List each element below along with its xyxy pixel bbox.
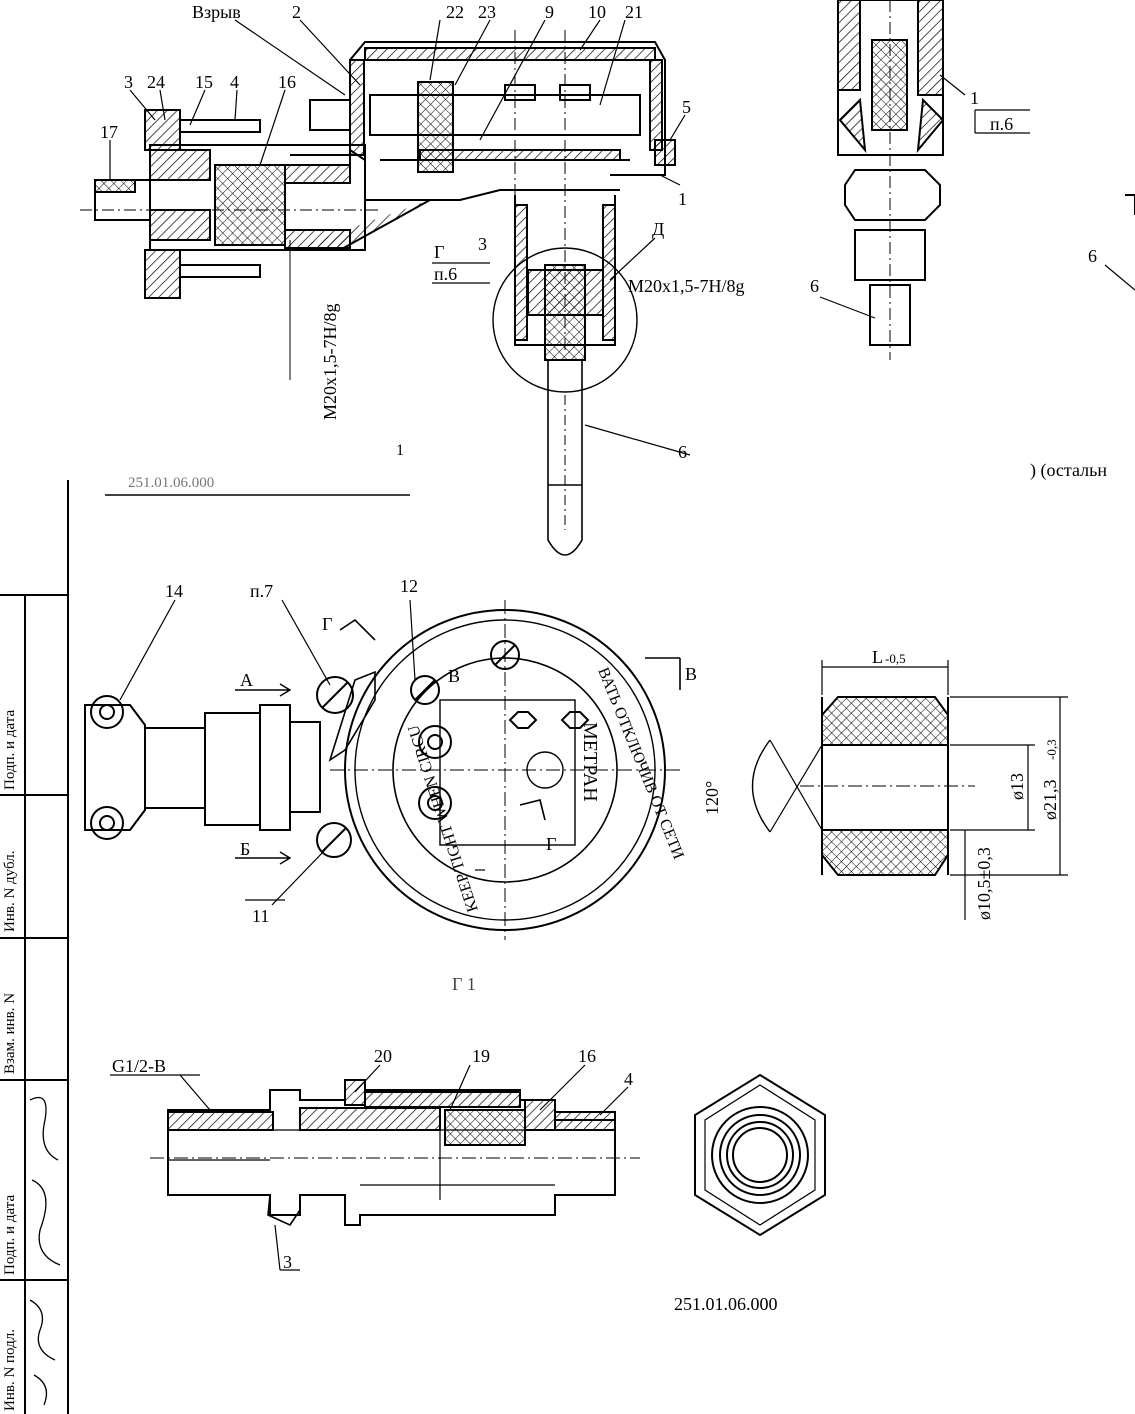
ring-label-angle: 120° [702, 781, 722, 815]
detail-label-p6: п.6 [990, 114, 1013, 134]
front-view [84, 599, 681, 940]
ring-label-d21: ø21,3 [1040, 780, 1060, 821]
label-1: 1 [678, 189, 687, 209]
top-section-view [80, 19, 691, 556]
stamp-label-orig-inv: Инв. N подл. [2, 1329, 18, 1411]
front-label-g: Г [322, 614, 332, 634]
label-explosion: Взрыв [192, 2, 241, 22]
label-4: 4 [230, 72, 239, 92]
ring-view [751, 660, 1068, 920]
label-23: 23 [478, 2, 496, 22]
detail-label-6b: 6 [1088, 246, 1097, 266]
detail-label-others: ) (остальн [1030, 460, 1107, 481]
fitting-label-4: 4 [624, 1069, 633, 1089]
label-22: 22 [446, 2, 464, 22]
front-label-b-inner: В [448, 666, 460, 686]
fitting-label-20: 20 [374, 1046, 392, 1066]
label-thread-vertical: M20x1,5-7H/8g [320, 304, 340, 421]
ring-label-l: L [872, 647, 883, 667]
top-section-labels: Взрыв 2 22 23 9 10 21 3 24 15 4 16 17 5 … [100, 2, 745, 491]
stamp-cell-2: Инв. N дубл. [0, 800, 24, 935]
stamp-cell-1: Подп. и дата [0, 600, 24, 790]
label-g-num: 3 [478, 234, 487, 254]
ring-label-l-tol: -0,5 [885, 651, 906, 666]
stamp-label-sign-date-1: Подп. и дата [2, 709, 18, 790]
label-g: Г [434, 242, 444, 262]
front-label-14: 14 [165, 581, 183, 601]
label-9: 9 [545, 2, 554, 22]
front-label-a: А [240, 670, 253, 690]
front-label-p7: п.7 [250, 581, 273, 601]
front-view-caption: Г 1 [452, 974, 476, 994]
stamp-label-dup-inv: Инв. N дубл. [2, 850, 18, 932]
front-label-12: 12 [400, 576, 418, 596]
fitting-label-19: 19 [472, 1046, 490, 1066]
label-2: 2 [292, 2, 301, 22]
label-16: 16 [278, 72, 296, 92]
detail-label-1: 1 [970, 88, 979, 108]
ring-view-labels: L -0,5 120° ø13 ø21,3 -0,3 ø10,5±0,3 [702, 647, 1060, 920]
detail-label-6: 6 [810, 276, 819, 296]
label-21: 21 [625, 2, 643, 22]
fitting-label-g12: G1/2-B [112, 1056, 166, 1076]
label-10: 10 [588, 2, 606, 22]
fitting-view [110, 1064, 826, 1271]
ring-label-d21-tol: -0,3 [1044, 739, 1059, 760]
label-6: 6 [678, 442, 687, 462]
detail-view [819, 0, 1135, 360]
label-17: 17 [100, 122, 118, 142]
fitting-label-16: 16 [578, 1046, 596, 1066]
label-thread-right: M20x1,5-7H/8g [628, 276, 745, 296]
label-5: 5 [682, 97, 691, 117]
label-d: Д [652, 219, 664, 239]
front-label-11: 11 [252, 906, 269, 926]
ring-label-d13: ø13 [1007, 773, 1027, 800]
front-view-labels: 14 п.7 Г 12 А В В Б 11 Г МЕТРАН ВАТЬ ОТК… [165, 576, 697, 994]
stamp-cell-4: Подп. и дата [0, 1085, 24, 1275]
label-p6: п.6 [434, 264, 457, 284]
stamp-cell-3: Взам. инв. N [0, 942, 24, 1077]
front-label-ring-en: KEEP TIGHT WHEN CIRCU [405, 722, 482, 914]
label-3: 3 [124, 72, 133, 92]
fitting-caption: 251.01.06.000 [674, 1294, 778, 1314]
stamp-label-replace-inv: Взам. инв. N [2, 992, 18, 1074]
label-15: 15 [195, 72, 213, 92]
stamp-frame [0, 480, 69, 1414]
label-frag-doc: 251.01.06.000 [128, 475, 214, 491]
front-label-b-arrow: В [685, 664, 697, 684]
stamp-cell-5: Инв. N подл. [0, 1283, 24, 1411]
fitting-view-labels: G1/2-B 20 19 16 4 3 251.01.06.000 [112, 1046, 778, 1314]
front-label-g-lower: Г [546, 834, 556, 854]
stamp-label-sign-date-2: Подп. и дата [2, 1194, 18, 1275]
detail-view-labels: 1 п.6 6 6 ) (остальн [810, 88, 1107, 481]
fitting-label-3: 3 [283, 1252, 292, 1272]
label-24: 24 [147, 72, 165, 92]
label-frag-left: 1 [396, 442, 404, 459]
front-label-metran: МЕТРАН [579, 722, 601, 802]
front-label-b-lower: Б [240, 839, 250, 859]
ring-label-d10: ø10,5±0,3 [974, 847, 994, 920]
